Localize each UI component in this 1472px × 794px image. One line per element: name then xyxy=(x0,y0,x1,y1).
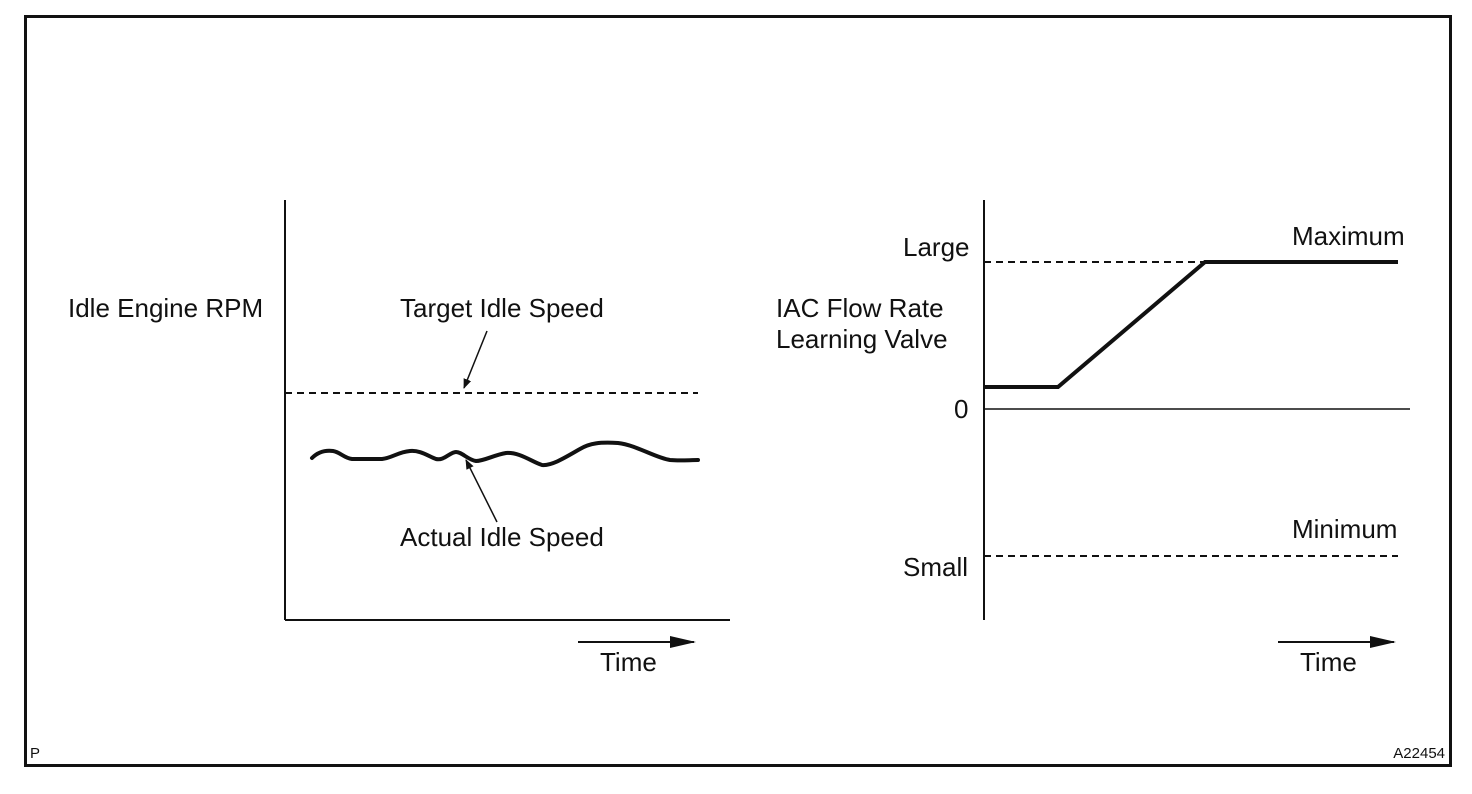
figure-frame xyxy=(24,15,1452,767)
learning-value-curve xyxy=(984,260,1398,389)
target-leader-arrow xyxy=(463,330,488,389)
minimum-label: Minimum xyxy=(1292,514,1397,544)
target-idle-label: Target Idle Speed xyxy=(400,293,604,323)
right-time-label: Time xyxy=(1300,647,1357,677)
figure-code: A22454 xyxy=(1393,745,1445,762)
left-time-label: Time xyxy=(600,647,657,677)
zero-label: 0 xyxy=(954,394,968,424)
right-y-label-line2: Learning Valve xyxy=(776,324,948,354)
left-y-label: Idle Engine RPM xyxy=(68,293,263,323)
actual-idle-label: Actual Idle Speed xyxy=(400,522,604,552)
actual-idle-curve xyxy=(310,440,700,468)
corner-label-left: P xyxy=(30,745,40,762)
maximum-label: Maximum xyxy=(1292,221,1405,251)
actual-leader-arrow xyxy=(465,459,498,523)
small-label: Small xyxy=(903,552,968,582)
large-label: Large xyxy=(903,232,970,262)
right-y-label-line1: IAC Flow Rate xyxy=(776,293,944,323)
